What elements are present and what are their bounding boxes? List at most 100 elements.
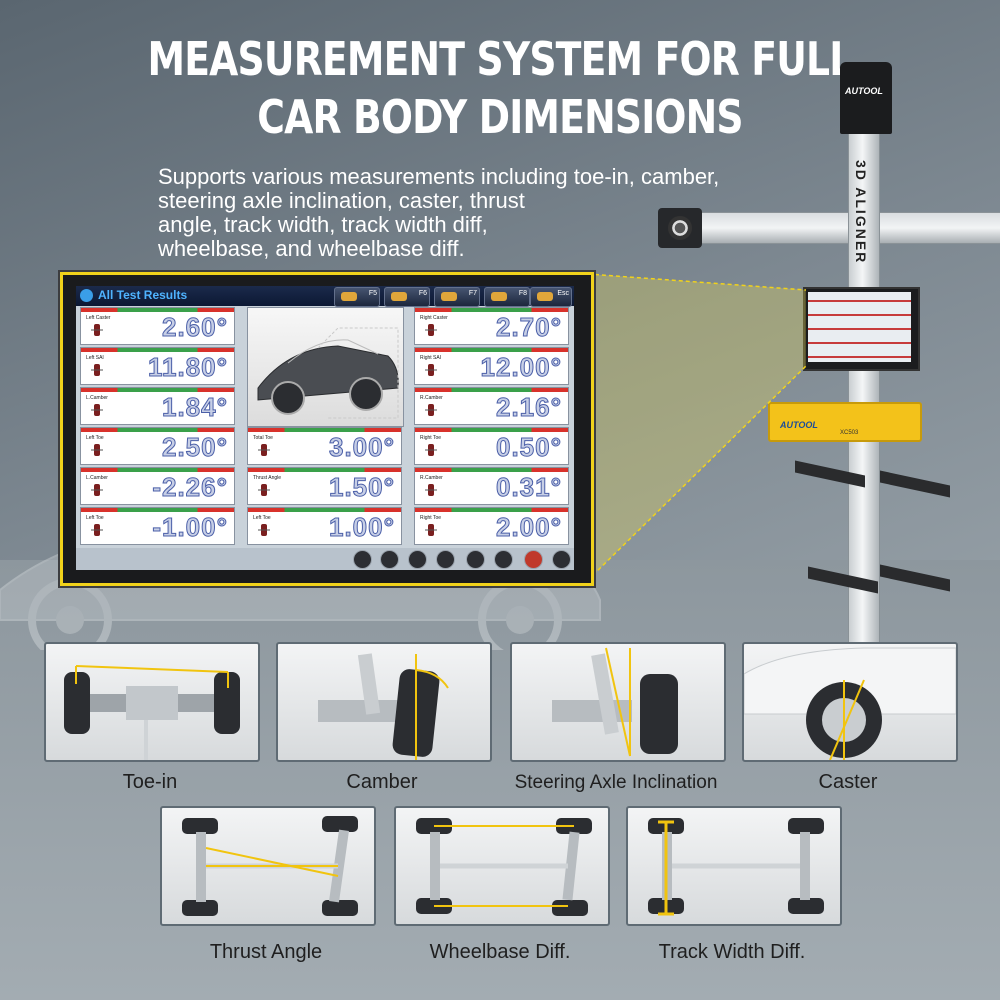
- gauge-bar: [248, 428, 401, 432]
- app-icon: [80, 289, 93, 302]
- screen-title: All Test Results: [98, 288, 188, 302]
- wheel-icon: [425, 324, 437, 336]
- headline-line-1: MEASUREMENT SYSTEM FOR FULL: [147, 32, 854, 86]
- wheel-icon: [258, 484, 270, 496]
- aligner-pole-label: 3D ALIGNER: [853, 160, 869, 265]
- brand-logo: AUTOOL: [845, 86, 883, 96]
- gauge-bar: [415, 508, 568, 512]
- wheel-icon: [91, 444, 103, 456]
- result-label: R.Camber: [420, 475, 443, 481]
- result-label: Left Toe: [86, 435, 104, 441]
- aligner-crossbar: [690, 212, 1000, 244]
- headline-line-2: CAR BODY DIMENSIONS: [257, 90, 743, 144]
- settings-icon[interactable]: [494, 550, 513, 569]
- gauge-bar: [248, 508, 401, 512]
- gauge-bar: [81, 508, 234, 512]
- gauge-bar: [81, 308, 234, 312]
- result-label: Total Toe: [253, 435, 273, 441]
- result-label: Left Toe: [253, 515, 271, 521]
- result-value: 2.50°: [161, 432, 228, 463]
- result-label: Right Toe: [420, 515, 442, 521]
- refresh-icon[interactable]: [408, 550, 427, 569]
- result-value: 2.16°: [495, 392, 562, 423]
- description-line-2: steering axle inclination, caster, thrus…: [158, 188, 525, 213]
- wheel-icon: [258, 444, 270, 456]
- camera-lens-icon: [668, 216, 692, 240]
- result-label: Thrust Angle: [253, 475, 282, 481]
- panel-steering-axle-inclination: [510, 642, 726, 762]
- result-value: 2.60°: [161, 312, 228, 343]
- aligner-pole-cap: [840, 62, 892, 134]
- function-key-f6[interactable]: F6: [384, 287, 430, 307]
- result-value: 0.31°: [495, 472, 562, 503]
- wheel-icon: [425, 484, 437, 496]
- gauge-bar: [81, 468, 234, 472]
- description-line-4: wheelbase, and wheelbase diff.: [158, 236, 465, 261]
- result-cell: Left Caster 2.60°: [80, 307, 235, 345]
- tray-brand-logo: AUTOOL: [780, 420, 818, 430]
- result-label: Right Toe: [420, 435, 442, 441]
- function-key-f7[interactable]: F7: [434, 287, 480, 307]
- gauge-bar: [415, 348, 568, 352]
- function-key-esc[interactable]: Esc: [530, 287, 572, 307]
- caption-track-width-diff: Track Width Diff.: [658, 941, 806, 963]
- result-cell: Left Toe -1.00°: [80, 507, 235, 545]
- result-value: 1.00°: [328, 512, 395, 543]
- result-label: Left Toe: [86, 515, 104, 521]
- result-value: 2.70°: [495, 312, 562, 343]
- panel-camber: [276, 642, 492, 762]
- aligner-monitor-screen: [808, 292, 911, 362]
- gauge-bar: [81, 348, 234, 352]
- gauge-bar: [415, 468, 568, 472]
- tools-icon[interactable]: [353, 550, 372, 569]
- caption-caster: Caster: [818, 771, 878, 793]
- play-icon[interactable]: [552, 550, 571, 569]
- result-label: Left Caster: [86, 315, 111, 321]
- gauge-bar: [248, 468, 401, 472]
- wheel-icon: [91, 404, 103, 416]
- result-value: 0.50°: [495, 432, 562, 463]
- power-icon[interactable]: [524, 550, 543, 569]
- result-cell: Left Toe 1.00°: [247, 507, 402, 545]
- description-line-3: angle, track width, track width diff,: [158, 212, 488, 237]
- result-value: 12.00°: [480, 352, 562, 383]
- wheel-icon: [91, 364, 103, 376]
- wheel-icon: [425, 444, 437, 456]
- result-label: Left SAI: [86, 355, 104, 361]
- panel-wheelbase-diff: [394, 806, 610, 926]
- function-key-f5[interactable]: F5: [334, 287, 380, 307]
- tray-model-label: XC503: [840, 430, 859, 436]
- function-key-f8[interactable]: F8: [484, 287, 530, 307]
- result-cell: Left Toe 2.50°: [80, 427, 235, 465]
- caption-camber: Camber: [346, 771, 418, 793]
- wheel-icon: [425, 524, 437, 536]
- caption-toe-in: Toe-in: [122, 771, 178, 793]
- caption-thrust-angle: Thrust Angle: [209, 941, 323, 963]
- gauge-bar: [81, 388, 234, 392]
- wheel-icon: [258, 524, 270, 536]
- result-value: -2.26°: [152, 472, 228, 503]
- print-icon[interactable]: [466, 550, 485, 569]
- wheel-icon: [425, 364, 437, 376]
- result-label: R.Camber: [420, 395, 443, 401]
- panel-track-width-diff: [626, 806, 842, 926]
- result-cell: R.Camber 2.16°: [414, 387, 569, 425]
- home-icon[interactable]: [436, 550, 455, 569]
- wheel-icon: [425, 404, 437, 416]
- background-floor: [0, 560, 1000, 1000]
- result-cell: R.Camber 0.31°: [414, 467, 569, 505]
- result-cell: Right Toe 0.50°: [414, 427, 569, 465]
- wheel-icon: [91, 524, 103, 536]
- caption-wheelbase-diff: Wheelbase Diff.: [429, 941, 571, 963]
- panel-thrust-angle: [160, 806, 376, 926]
- result-cell: L.Camber-2.26°: [80, 467, 235, 505]
- caption-steering-axle-inclination: Steering Axle Inclination: [514, 772, 718, 793]
- result-value: -1.00°: [152, 512, 228, 543]
- aligner-pole: [848, 130, 880, 647]
- user-icon[interactable]: [380, 550, 399, 569]
